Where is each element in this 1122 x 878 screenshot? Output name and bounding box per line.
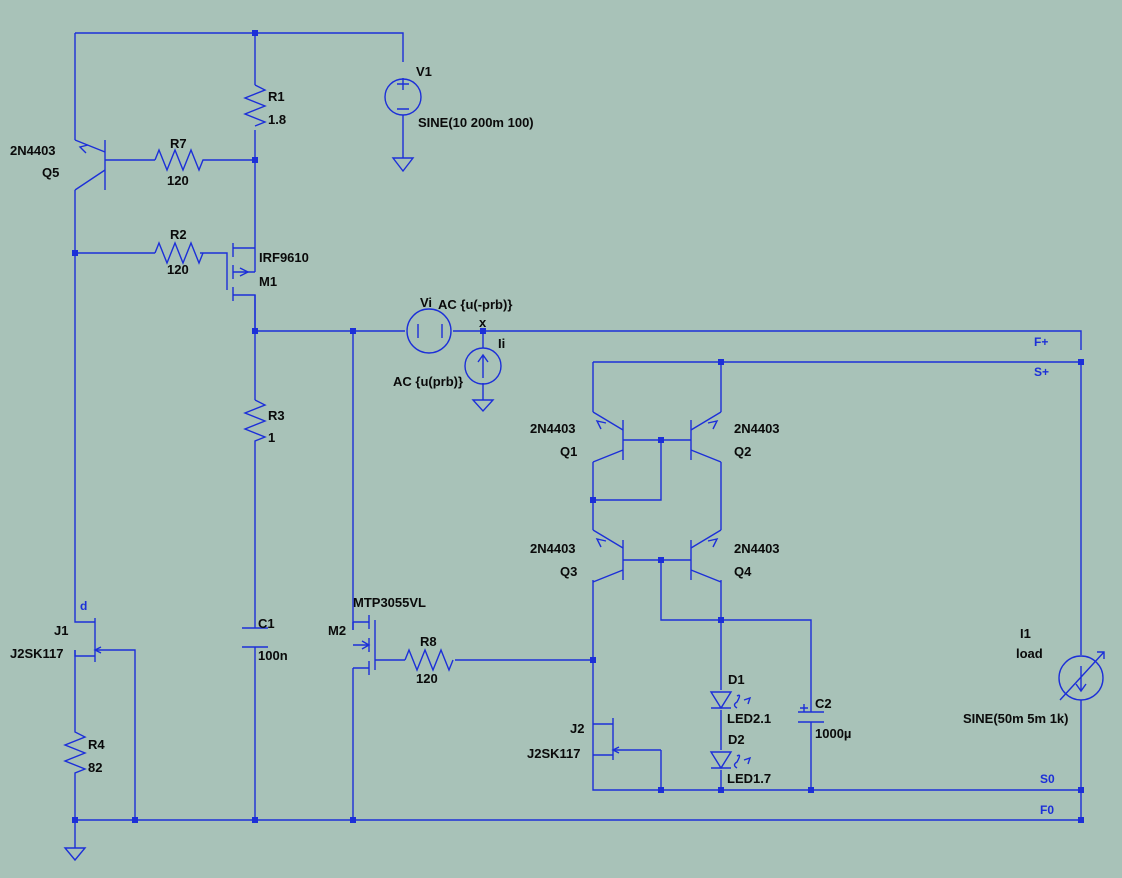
c1-value: 100n — [258, 648, 288, 663]
resistor-r8: R8 120 — [404, 634, 454, 686]
i1-spec: SINE(50m 5m 1k) — [963, 711, 1069, 726]
m2-model: MTP3055VL — [353, 595, 426, 610]
led-d1: D1 LED2.1 — [709, 672, 771, 726]
resistor-r4: R4 82 — [63, 720, 105, 780]
r1-value: 1.8 — [268, 112, 286, 127]
c1-name: C1 — [258, 616, 275, 631]
q4-name: Q4 — [734, 564, 752, 579]
r4-name: R4 — [88, 737, 105, 752]
capacitor-c2: C2 1000µ — [798, 696, 851, 741]
pnp-transistor-q2: 2N4403 Q2 — [661, 411, 780, 463]
capacitor-c1: C1 100n — [242, 616, 288, 663]
q5-name: Q5 — [42, 165, 59, 180]
pnp-transistor-q3: 2N4403 Q3 — [530, 529, 661, 583]
c2-name: C2 — [815, 696, 832, 711]
r8-name: R8 — [420, 634, 437, 649]
m1-name: M1 — [259, 274, 277, 289]
r7-name: R7 — [170, 136, 187, 151]
current-source-ii: Ii AC {u(prb)} — [393, 336, 505, 413]
probe-x: x — [479, 315, 487, 334]
i1-name: I1 — [1020, 626, 1031, 641]
nmos-transistor-m2: MTP3055VL M2 — [328, 595, 426, 820]
c2-value: 1000µ — [815, 726, 851, 741]
q3-name: Q3 — [560, 564, 577, 579]
q3-model: 2N4403 — [530, 541, 576, 556]
v1-value: SINE(10 200m 100) — [418, 115, 534, 130]
j1-name: J1 — [54, 623, 68, 638]
resistor-r7: R7 120 — [154, 136, 210, 188]
ii-name: Ii — [498, 336, 505, 351]
m2-name: M2 — [328, 623, 346, 638]
d2-model: LED1.7 — [727, 771, 771, 786]
d1-model: LED2.1 — [727, 711, 771, 726]
voltage-source-v1: V1 SINE(10 200m 100) — [384, 64, 534, 173]
q1-name: Q1 — [560, 444, 577, 459]
vi-value: AC {u(-prb)} — [438, 297, 512, 312]
vi-name: Vi — [420, 295, 432, 310]
pmos-transistor-m1: IRF9610 M1 — [215, 243, 309, 330]
resistor-r2: R2 120 — [154, 227, 204, 277]
m1-model: IRF9610 — [259, 250, 309, 265]
njfet-j2: J2 J2SK117 — [527, 718, 661, 761]
d1-name: D1 — [728, 672, 745, 687]
v1-name: V1 — [416, 64, 432, 79]
j2-name: J2 — [570, 721, 584, 736]
ii-value: AC {u(prb)} — [393, 374, 463, 389]
r4-value: 82 — [88, 760, 102, 775]
net-labels: F+ S+ S0 F0 — [1034, 335, 1055, 817]
net-s0: S0 — [1040, 772, 1055, 786]
resistor-r1: R1 1.8 — [243, 84, 286, 127]
j2-model: J2SK117 — [527, 746, 581, 761]
wires — [74, 32, 1082, 848]
pnp-transistor-q1: 2N4403 Q1 — [530, 411, 661, 463]
r1-name: R1 — [268, 89, 285, 104]
current-source-i1: I1 load SINE(50m 5m 1k) — [963, 626, 1105, 726]
j1-model: J2SK117 — [10, 646, 64, 661]
q4-model: 2N4403 — [734, 541, 780, 556]
q2-model: 2N4403 — [734, 421, 780, 436]
q2-name: Q2 — [734, 444, 751, 459]
j1-pin-label: d — [80, 599, 87, 613]
d2-name: D2 — [728, 732, 745, 747]
r3-value: 1 — [268, 430, 275, 445]
voltage-source-vi: Vi AC {u(-prb)} — [406, 295, 512, 354]
i1-value: load — [1016, 646, 1043, 661]
q1-model: 2N4403 — [530, 421, 576, 436]
pnp-transistor-q5: 2N4403 Q5 — [10, 139, 155, 191]
resistor-r3: R3 1 — [243, 399, 285, 455]
q5-model: 2N4403 — [10, 143, 56, 158]
probe-name: x — [479, 315, 487, 330]
ground-symbol — [63, 847, 87, 862]
net-f0: F0 — [1040, 803, 1054, 817]
njfet-j1: d J1 J2SK117 — [10, 590, 112, 662]
r3-name: R3 — [268, 408, 285, 423]
r2-name: R2 — [170, 227, 187, 242]
net-f-plus: F+ — [1034, 335, 1048, 349]
r7-value: 120 — [167, 173, 189, 188]
r8-value: 120 — [416, 671, 438, 686]
r2-value: 120 — [167, 262, 189, 277]
net-s-plus: S+ — [1034, 365, 1049, 379]
junctions — [72, 30, 1084, 823]
led-d2: D2 LED1.7 — [709, 732, 771, 786]
pnp-transistor-q4: 2N4403 Q4 — [661, 529, 780, 583]
